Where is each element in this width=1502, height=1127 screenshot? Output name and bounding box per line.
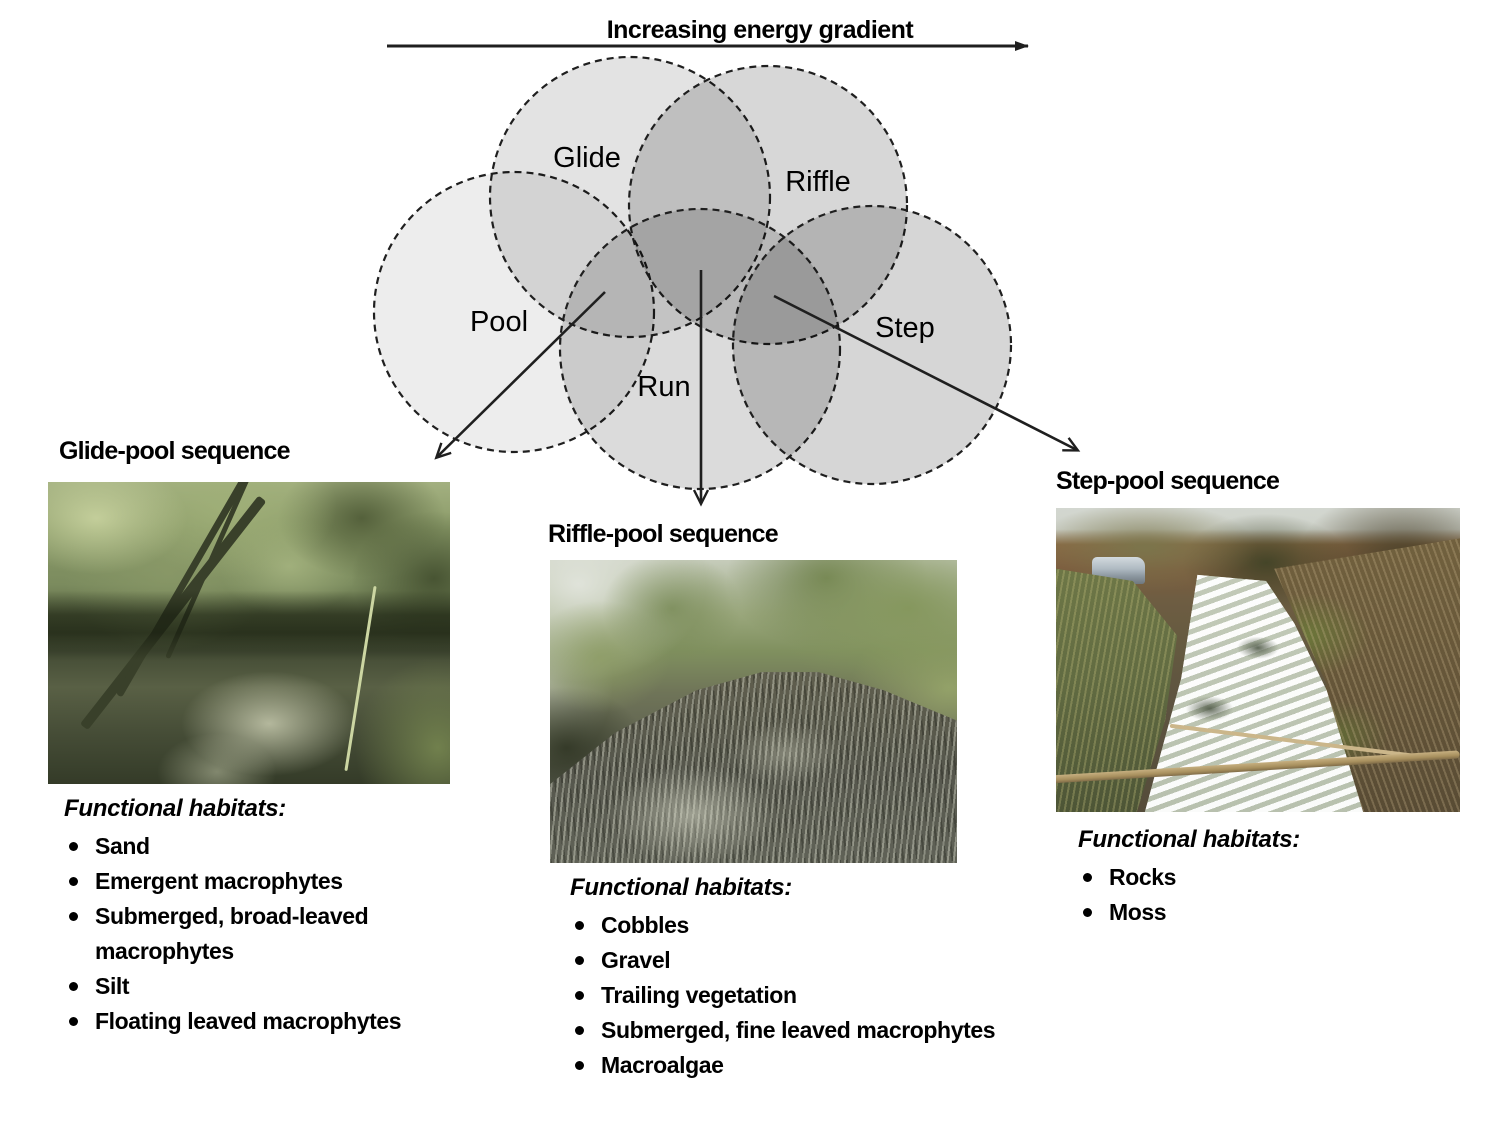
habitat-item: Sand [62, 829, 454, 864]
run-circle-label: Run [637, 371, 690, 403]
pool-circle [372, 170, 656, 454]
water-sparkle [550, 560, 957, 863]
riffle-pool-habitats-list: Functional habitats: Cobbles Gravel Trai… [568, 874, 1058, 1083]
riffle-circle-label: Riffle [785, 166, 851, 198]
pool-circle-label: Pool [470, 306, 528, 338]
habitat-item: Rocks [1076, 860, 1456, 895]
habitat-items: Cobbles Gravel Trailing vegetation Subme… [568, 908, 1058, 1083]
energy-gradient-label: Increasing energy gradient [606, 16, 914, 44]
habitat-item: Cobbles [568, 908, 1058, 943]
water-reflection [48, 482, 450, 784]
step-circle-label: Step [875, 312, 935, 344]
habitat-item: Trailing vegetation [568, 978, 1058, 1013]
habitat-item: Silt [62, 969, 454, 1004]
riffle-pool-title: Riffle-pool sequence [548, 520, 779, 548]
step-pool-title: Step-pool sequence [1056, 467, 1280, 495]
functional-habitats-label: Functional habitats: [64, 795, 287, 822]
habitat-items: Rocks Moss [1076, 860, 1456, 930]
functional-habitats-label: Functional habitats: [570, 874, 793, 901]
arrow-to-step-pool [773, 294, 1081, 452]
arrow-to-glide-pool [434, 291, 606, 460]
habitat-item: Submerged, broad-leaved macrophytes [62, 899, 454, 969]
glide-pool-title: Glide-pool sequence [59, 437, 290, 465]
step-pool-photo [1056, 508, 1460, 812]
glide-circle-label: Glide [553, 142, 621, 174]
step-pool-habitats-list: Functional habitats: Rocks Moss [1076, 826, 1456, 930]
habitat-item: Macroalgae [568, 1048, 1058, 1083]
habitat-items: Sand Emergent macrophytes Submerged, bro… [62, 829, 454, 1039]
riffle-circle [627, 64, 909, 346]
riffle-pool-photo [550, 560, 957, 863]
glide-pool-photo [48, 482, 450, 784]
habitat-item: Moss [1076, 895, 1456, 930]
habitat-item: Submerged, fine leaved macrophytes [568, 1013, 1058, 1048]
habitat-item: Floating leaved macrophytes [62, 1004, 454, 1039]
functional-habitats-label: Functional habitats: [1078, 826, 1301, 853]
glide-pool-habitats-list: Functional habitats: Sand Emergent macro… [62, 795, 454, 1039]
habitat-item: Gravel [568, 943, 1058, 978]
habitat-item: Emergent macrophytes [62, 864, 454, 899]
